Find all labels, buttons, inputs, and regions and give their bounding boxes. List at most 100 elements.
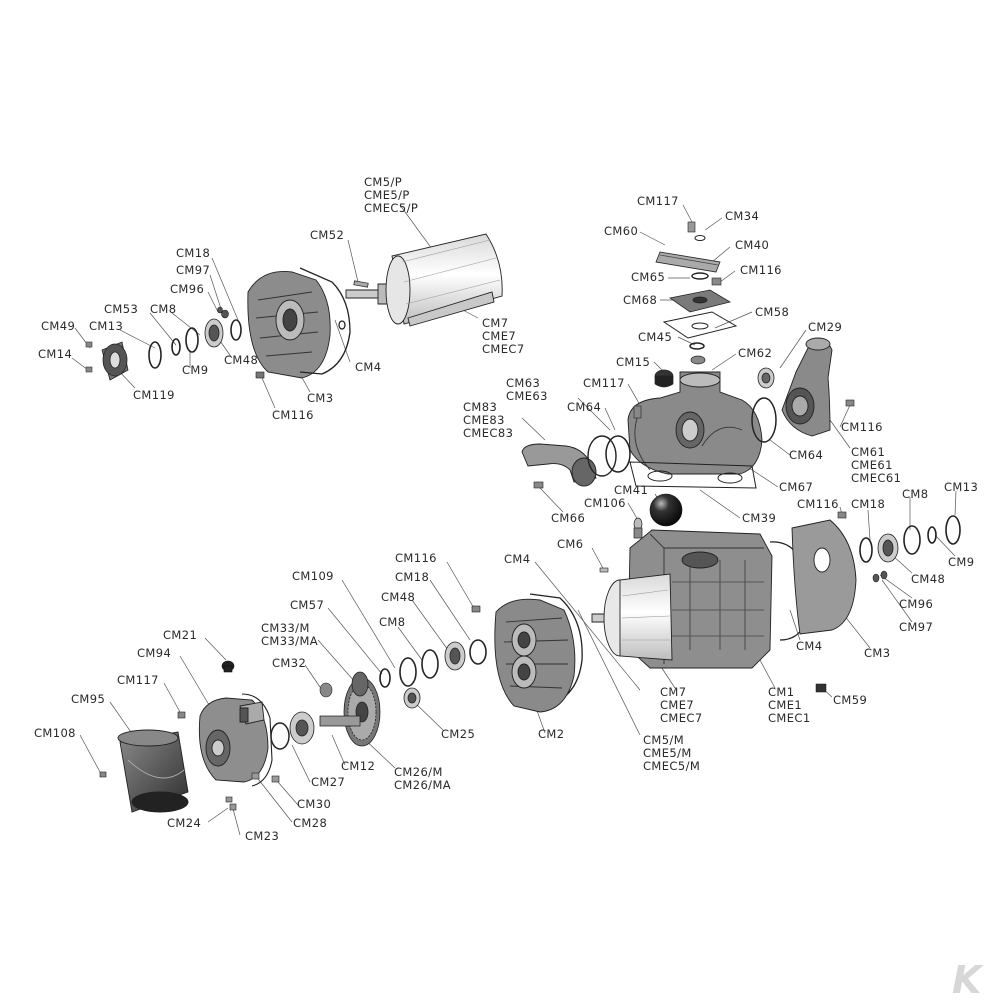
ring-cm64-right <box>751 397 777 443</box>
nut-cm32 <box>319 682 333 698</box>
bolt-cm117-top <box>687 221 696 233</box>
bolt-cm116-r3 <box>837 511 847 519</box>
label-cm24: CM24 <box>167 816 202 830</box>
gear-housing-cm2 <box>495 599 575 712</box>
label-cm4-top: CM4 <box>355 360 382 374</box>
bolt-cm117-b <box>177 711 186 719</box>
label-cm60: CM60 <box>604 224 639 238</box>
label-cm3-top: CM3 <box>307 391 334 405</box>
label-cm83: CM83 CME83 CMEC83 <box>463 400 514 440</box>
gasket-cm-gearcover <box>241 693 273 787</box>
knob-cm21 <box>221 660 235 673</box>
end-housing-cm3 <box>248 271 330 378</box>
label-cm117-top: CM117 <box>637 194 679 208</box>
label-cm8-b: CM8 <box>379 615 406 629</box>
label-cm95: CM95 <box>71 692 106 706</box>
label-cm18-top: CM18 <box>176 246 211 260</box>
label-cm64-r: CM64 <box>789 448 824 462</box>
label-cm119: CM119 <box>133 388 175 402</box>
label-cm3-r: CM3 <box>864 646 891 660</box>
label-cm1: CM1 CME1 CMEC1 <box>768 685 811 725</box>
plugs-cm24-cm23-cm28-cm30 <box>225 772 280 811</box>
elbow-cm83 <box>521 443 597 487</box>
label-cm34: CM34 <box>725 209 760 223</box>
label-cm6: CM6 <box>557 537 584 551</box>
brand-logo-mark: K <box>952 958 984 1000</box>
label-cm23: CM23 <box>245 829 280 843</box>
label-cm40: CM40 <box>735 238 770 252</box>
front-cover-plate-cm119 <box>102 342 128 380</box>
label-cm27: CM27 <box>311 775 346 789</box>
label-cm21: CM21 <box>163 628 198 642</box>
pin-cm6 <box>599 567 609 573</box>
rings-bottom <box>379 639 487 688</box>
label-cm28: CM28 <box>293 816 328 830</box>
label-cm68: CM68 <box>623 293 658 307</box>
label-cm9-top: CM9 <box>182 363 209 377</box>
label-cm7-top: CM7 CME7 CMEC7 <box>482 316 525 356</box>
rotor-cm5m <box>592 574 672 660</box>
label-cm13-top: CM13 <box>89 319 124 333</box>
label-cm52: CM52 <box>310 228 345 242</box>
label-cm108: CM108 <box>34 726 76 740</box>
label-cm116-r3: CM116 <box>797 497 839 511</box>
fitting-cm106 <box>633 517 643 539</box>
label-cm39: CM39 <box>742 511 777 525</box>
label-cm48-top: CM48 <box>224 353 259 367</box>
label-cm64-l: CM64 <box>567 400 602 414</box>
valve-housing-top <box>628 372 762 474</box>
small-bolts-cm49-cm14 <box>85 341 93 373</box>
label-cm94: CM94 <box>137 646 172 660</box>
nut-cm97-cm96 <box>217 306 229 319</box>
end-plate-cm3-right <box>792 520 856 634</box>
rings-right <box>859 515 961 563</box>
label-cm4-r: CM4 <box>796 639 823 653</box>
bolt-cm117-mid <box>633 405 642 419</box>
label-cm63: CM63 CME63 <box>506 376 548 403</box>
label-cm41: CM41 <box>614 483 649 497</box>
pin-cm52 <box>353 280 369 288</box>
label-cm2: CM2 <box>538 727 565 741</box>
label-cm8-r: CM8 <box>902 487 929 501</box>
elbow-cm61 <box>782 338 832 436</box>
gear-cm15 <box>655 370 673 387</box>
label-cm117-mid: CM117 <box>583 376 625 390</box>
label-cm7-mid: CM7 CME7 CMEC7 <box>660 685 703 725</box>
label-cm5p: CM5/P CME5/P CMEC5/P <box>364 175 419 215</box>
nut-cm62 <box>690 355 706 365</box>
gear-cm26 <box>320 672 380 746</box>
label-cm4-mid: CM4 <box>504 552 531 566</box>
label-cm96-r: CM96 <box>899 597 934 611</box>
label-cm33: CM33/M CM33/MA <box>261 621 319 648</box>
label-cm106: CM106 <box>584 496 626 510</box>
label-cm18-b: CM18 <box>395 570 430 584</box>
ring-cm63 <box>587 435 617 477</box>
label-cm8-top: CM8 <box>150 302 177 316</box>
ring-cm40 <box>691 272 709 280</box>
label-cm14: CM14 <box>38 347 73 361</box>
label-cm9-r: CM9 <box>948 555 975 569</box>
ball-cm41 <box>649 493 683 527</box>
valve-plate-cm60 <box>656 252 720 272</box>
label-cm58: CM58 <box>755 305 790 319</box>
label-cm30: CM30 <box>297 797 332 811</box>
label-cm116-r2: CM116 <box>841 420 883 434</box>
label-cm45: CM45 <box>638 330 673 344</box>
label-cm53: CM53 <box>104 302 139 316</box>
nut-cm116-top <box>711 277 722 286</box>
bearing-cm48-b <box>444 641 466 671</box>
washer-cm34 <box>694 235 706 241</box>
label-plate-cm59 <box>815 683 827 693</box>
gasket-cm58 <box>662 311 738 339</box>
label-cm18-r: CM18 <box>851 497 886 511</box>
label-cm116-r1: CM116 <box>740 263 782 277</box>
label-cm62: CM62 <box>738 346 773 360</box>
gasket-cm4-top <box>299 267 351 375</box>
label-cm29: CM29 <box>808 320 843 334</box>
ring-cm45 <box>689 342 705 350</box>
screw-cm108 <box>99 771 107 778</box>
label-cm25: CM25 <box>441 727 476 741</box>
rings-left <box>148 319 242 369</box>
